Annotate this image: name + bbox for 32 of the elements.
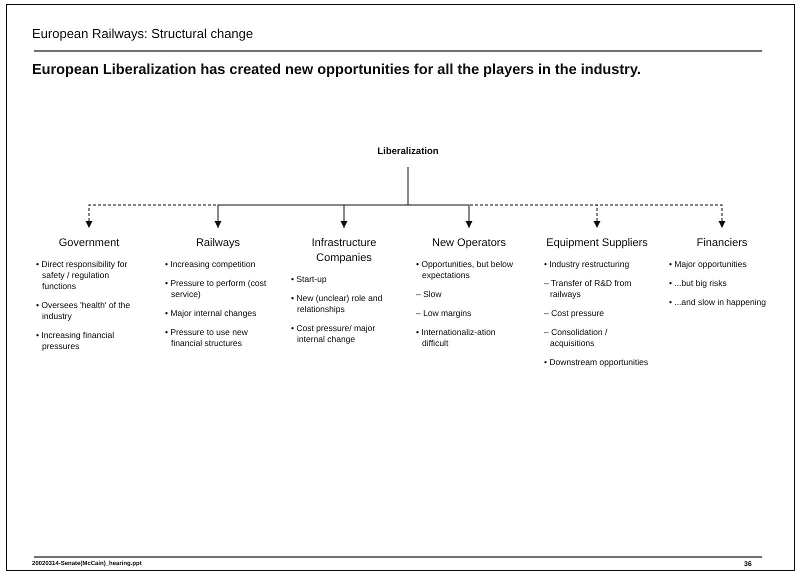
arrow [408, 166, 726, 228]
bullet-text: • Direct responsibility for safety / regulation functions [35, 259, 128, 292]
bullet-text: • Start-up [290, 274, 328, 285]
bullet-text: • Major opportunities [668, 259, 748, 270]
bullet-text: – Slow [415, 289, 443, 300]
bullet-text: – Cost pressure [543, 308, 605, 319]
column-heading: New Operators [431, 236, 507, 251]
headline: European Liberalization has created new opportunities for all the players in the industry. [32, 62, 641, 78]
bullet-text: • Oversees 'health' of the industry [35, 300, 132, 322]
column-heading: Government [58, 236, 120, 251]
bullet-text: • Increasing financial pressures [35, 330, 116, 352]
bullet-text: • Industry restructuring [543, 259, 630, 270]
bullet-text: • Cost pressure/ major internal change [290, 323, 376, 345]
bullet-text: • Increasing competition [164, 259, 256, 270]
bullet-text: • Pressure to perform (cost service) [164, 278, 268, 300]
slide-title: European Railways: Structural change [32, 26, 254, 41]
bullet-text: • New (unclear) role and relationships [290, 293, 384, 315]
bullet-text: • Opportunities, but below expectations [415, 259, 514, 281]
root-label: Liberalization [376, 145, 440, 159]
bullet-text: • Pressure to use new financial structures [164, 327, 249, 349]
column-heading: Equipment Suppliers [545, 236, 649, 251]
bullet-text: • ...but big risks [668, 278, 728, 289]
bullet-text: – Low margins [415, 308, 472, 319]
bullet-text: • Internationaliz-ation difficult [415, 327, 497, 349]
bullet-text: • Downstream opportunities [543, 357, 650, 368]
bullet-text: – Consolidation / acquisitions [543, 327, 608, 349]
bullet-text: • ...and slow in happening [668, 297, 768, 308]
bullet-text: – Transfer of R&D from railways [543, 278, 632, 300]
column-heading: Infrastructure Companies [310, 236, 378, 266]
bullet-text: • Major internal changes [164, 308, 258, 319]
column-heading: Financiers [696, 236, 748, 251]
column-heading: Railways [194, 236, 241, 251]
